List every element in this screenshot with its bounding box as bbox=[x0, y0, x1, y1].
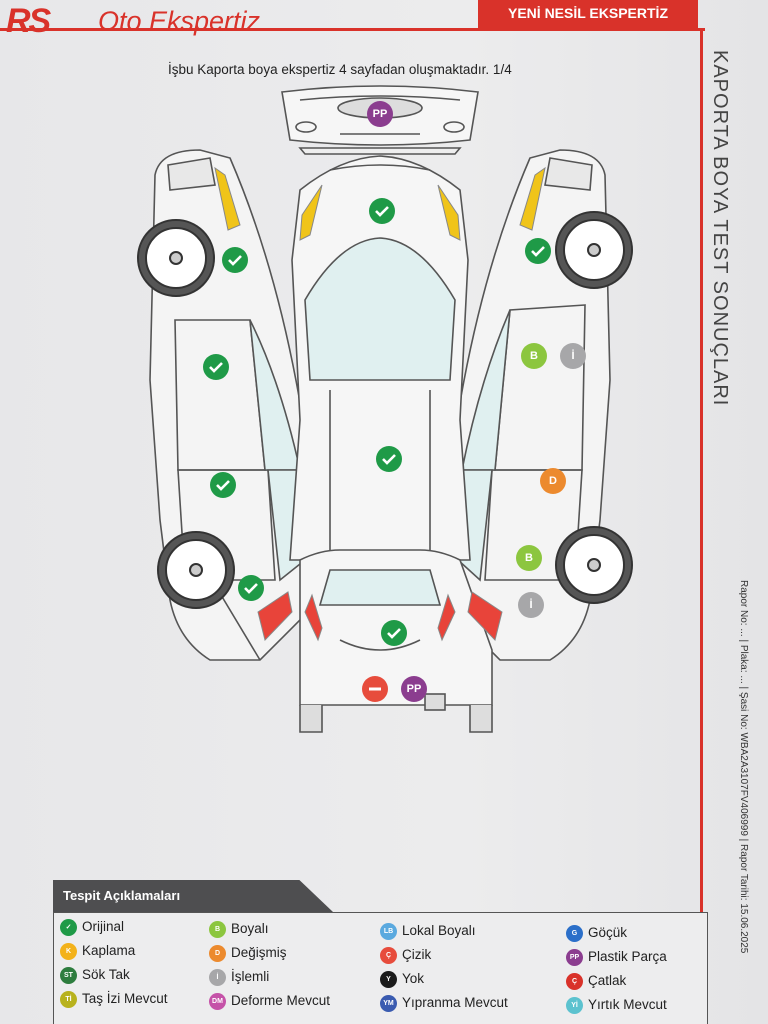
left-rear-fender-mark bbox=[238, 575, 264, 601]
logo-text: Oto Ekspertiz bbox=[98, 6, 261, 36]
right-rear-fender-processed-mark: İ bbox=[518, 592, 544, 618]
scratch-icon: Ç bbox=[380, 947, 397, 964]
header-badge: YENİ NESİL EKSPERTİZ bbox=[478, 0, 698, 28]
wheels bbox=[137, 211, 633, 609]
side-title: KAPORTA BOYA TEST SONUÇLARI bbox=[709, 50, 731, 407]
right-front-fender-mark bbox=[525, 238, 551, 264]
right-front-door-processed-mark: İ bbox=[560, 343, 586, 369]
logo-rs: RS bbox=[6, 2, 51, 40]
local-paint-icon: LB bbox=[380, 923, 397, 940]
wear-icon: YM bbox=[380, 995, 397, 1012]
side-rule bbox=[700, 28, 703, 988]
deformed-icon: DM bbox=[209, 993, 226, 1010]
right-rear-fender-painted-mark: B bbox=[516, 545, 542, 571]
removed-refitted-icon: ST bbox=[60, 967, 77, 984]
tear-icon: Yİ bbox=[566, 997, 583, 1014]
page-info: İşbu Kaporta boya ekspertiz 4 sayfadan o… bbox=[168, 62, 512, 77]
painted-icon: B bbox=[209, 921, 226, 938]
plastic-part-icon: PP bbox=[566, 949, 583, 966]
taillights bbox=[257, 591, 503, 642]
legend-title: Tespit Açıklamaları bbox=[53, 880, 333, 912]
right-front-door-painted-mark: B bbox=[521, 343, 547, 369]
check-icon: ✓ bbox=[60, 919, 77, 936]
changed-icon: D bbox=[209, 945, 226, 962]
coating-icon: K bbox=[60, 943, 77, 960]
processed-icon: İ bbox=[209, 969, 226, 986]
left-rear-door-mark bbox=[210, 472, 236, 498]
dent-icon: G bbox=[566, 925, 583, 942]
header-rule bbox=[0, 28, 705, 31]
top-view-shape bbox=[289, 155, 471, 561]
rear-bumper-scratch-mark bbox=[362, 676, 388, 702]
car-diagram bbox=[137, 85, 633, 733]
headlights bbox=[214, 166, 546, 241]
missing-icon: Y bbox=[380, 971, 397, 988]
hood-mark bbox=[369, 198, 395, 224]
roof-mark bbox=[376, 446, 402, 472]
stone-chip-icon: Tİ bbox=[60, 991, 77, 1008]
left-front-fender-mark bbox=[222, 247, 248, 273]
front-bumper-mark: PP bbox=[367, 101, 393, 127]
right-rear-door-changed-mark: D bbox=[540, 468, 566, 494]
crack-icon: Ç bbox=[566, 973, 583, 990]
left-front-door-mark bbox=[203, 354, 229, 380]
report-meta: Rapor No: ... | Plaka: ... | Şasi No: WB… bbox=[738, 580, 749, 954]
rear-bumper-pp-mark: PP bbox=[401, 676, 427, 702]
trunk-mark bbox=[381, 620, 407, 646]
